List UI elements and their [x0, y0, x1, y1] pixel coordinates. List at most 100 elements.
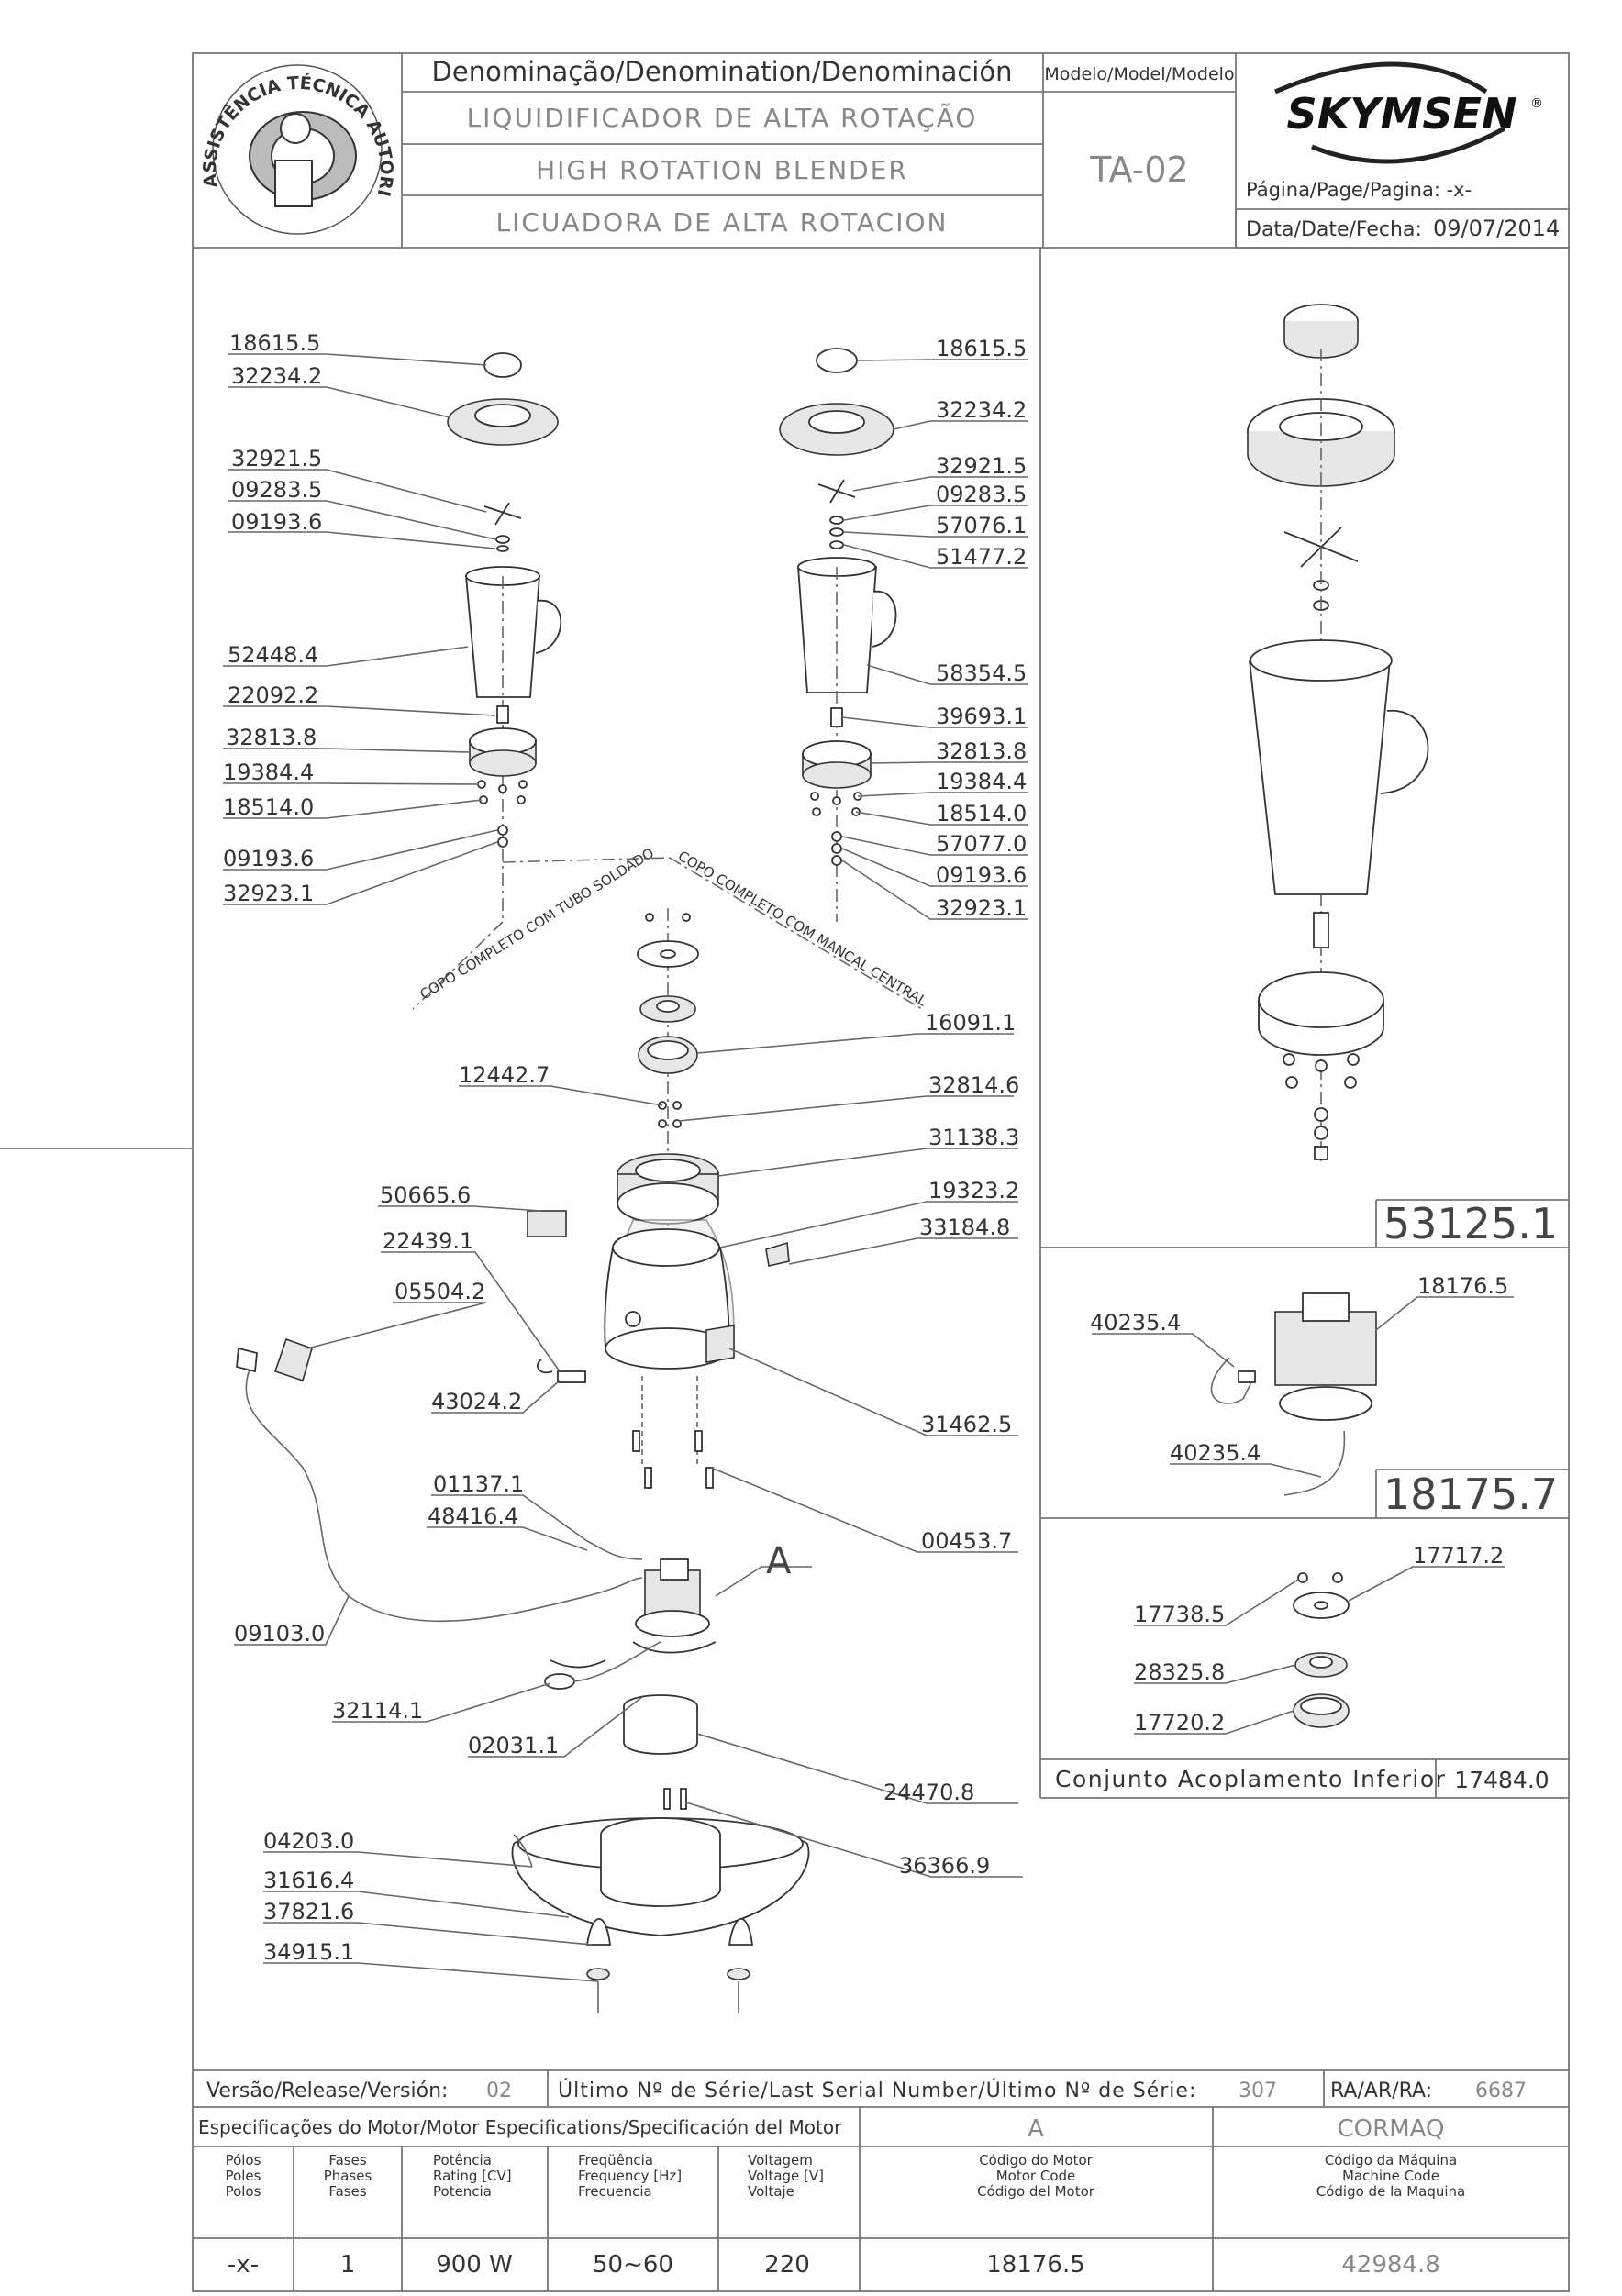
svg-text:Pólos: Pólos [226, 2152, 261, 2168]
motor-col-header: A [1028, 2115, 1044, 2143]
brand-name: SKYMSEN [1287, 89, 1517, 139]
svg-text:Código do Motor: Código do Motor [979, 2152, 1093, 2168]
coupling-label-2: 28325.8 [1134, 1659, 1225, 1685]
right-cup-labels: 18615.5 32234.2 32921.5 09283.5 57076.1 … [936, 336, 1027, 921]
svg-text:Voltage [V]: Voltage [V] [748, 2168, 824, 2184]
svg-text:Código de la Maquina: Código de la Maquina [1316, 2183, 1465, 2200]
left-cup-assembly [447, 352, 562, 922]
label-base-8: 05504.2 [394, 1279, 485, 1304]
label-base-13: 00453.7 [921, 1528, 1012, 1554]
svg-text:Motor Code: Motor Code [996, 2168, 1076, 2184]
footer-block: Versão/Release/Versión: 02 Último Nº de … [198, 2079, 1527, 2143]
label-base-17: 24470.8 [883, 1780, 974, 1805]
date-label: Data/Date/Fecha: [1246, 218, 1422, 241]
spec-motor-code: 18176.5 [986, 2251, 1085, 2279]
spec-voltage: 220 [764, 2251, 810, 2279]
coupling-code: 17484.0 [1454, 1767, 1549, 1793]
label-base-6: 33184.8 [919, 1215, 1010, 1240]
svg-text:Polos: Polos [226, 2183, 261, 2200]
label-base-10: 31462.5 [921, 1412, 1012, 1437]
svg-text:Potencia: Potencia [433, 2183, 492, 2200]
svg-text:Voltaje: Voltaje [748, 2183, 794, 2200]
spec-poles: -x- [228, 2251, 259, 2279]
base-motor-assembly [236, 908, 810, 2013]
date-value: 09/07/2014 [1433, 216, 1560, 241]
label-base-15: 32114.1 [332, 1698, 423, 1724]
label-base-21: 34915.1 [263, 1939, 354, 1965]
base-labels: 16091.1 12442.7 32814.6 31138.3 19323.2 … [234, 1010, 1019, 1965]
label-right-7: 39693.1 [936, 704, 1027, 729]
spec-rating: 900 W [436, 2251, 513, 2279]
motor-callout: A [766, 1540, 792, 1582]
coupling-title: Conjunto Acoplamento Inferior [1055, 1766, 1446, 1792]
label-left-1: 32234.2 [231, 363, 322, 389]
label-right-8: 32813.8 [936, 738, 1027, 764]
label-base-19: 31616.4 [263, 1868, 354, 1893]
brand-registered-mark: ® [1530, 96, 1543, 111]
leader-lines [223, 353, 1028, 1982]
spec-machine-code: 42984.8 [1341, 2251, 1440, 2279]
machine-col-header: CORMAQ [1338, 2115, 1445, 2143]
panel-cup-assembly-code: 53125.1 [1383, 1199, 1558, 1248]
label-right-12: 09193.6 [936, 862, 1027, 888]
label-base-4: 19323.2 [928, 1178, 1019, 1203]
svg-text:Freqüência: Freqüência [578, 2152, 653, 2168]
page-label: Página/Page/Pagina: -x- [1246, 179, 1472, 201]
ra-label: RA/AR/RA: [1330, 2080, 1432, 2102]
left-cup-labels: 18615.5 32234.2 32921.5 09283.5 09193.6 … [223, 330, 322, 906]
label-left-3: 09283.5 [231, 477, 322, 503]
svg-text:Código del Motor: Código del Motor [977, 2183, 1095, 2200]
label-base-16: 02031.1 [468, 1733, 559, 1758]
label-left-5: 52448.4 [228, 642, 318, 668]
label-base-7: 22439.1 [383, 1228, 473, 1254]
label-left-7: 32813.8 [226, 725, 317, 750]
label-base-22: 36366.9 [899, 1853, 990, 1879]
svg-text:Potência: Potência [433, 2152, 492, 2168]
model-label: Modelo/Model/Modelo [1044, 64, 1234, 84]
name-portuguese: LIQUIDIFICADOR DE ALTA ROTAÇÃO [467, 103, 978, 133]
ra-value: 6687 [1475, 2080, 1527, 2102]
label-right-11: 57077.0 [936, 831, 1027, 857]
label-left-4: 09193.6 [231, 509, 322, 535]
motor-label-1: 18176.5 [1417, 1273, 1508, 1299]
svg-text:Machine Code: Machine Code [1342, 2168, 1439, 2184]
right-cup-assembly [779, 348, 897, 922]
label-base-9: 43024.2 [431, 1389, 522, 1414]
caption-tube-welded: COPO COMPLETO COM TUBO SOLDADO [417, 845, 657, 1004]
label-base-20: 37821.6 [263, 1899, 354, 1924]
panel-motor-assembly: 40235.4 18176.5 40235.4 18175.7 [1090, 1273, 1558, 1519]
label-right-1: 32234.2 [936, 397, 1027, 423]
label-right-2: 32921.5 [936, 453, 1027, 479]
name-spanish: LICUADORA DE ALTA ROTACION [496, 207, 949, 238]
spec-table: Pólos Poles Polos -x- Fases Phases Fases… [226, 2152, 1466, 2279]
label-right-5: 51477.2 [936, 544, 1027, 570]
service-seal-logo: ASSISTÊNCIA TÉCNICA AUTORIZADA [0, 0, 396, 235]
coupling-label-1: 17738.5 [1134, 1602, 1225, 1627]
panel-coupling-assembly: 17717.2 17738.5 28325.8 17720.2 Conjunto… [1055, 1543, 1550, 1793]
label-base-18: 04203.0 [263, 1828, 354, 1854]
label-left-9: 18514.0 [223, 794, 314, 820]
motor-label-0: 40235.4 [1090, 1310, 1181, 1336]
denomination-label: Denominação/Denomination/Denominación [432, 56, 1013, 87]
version-label: Versão/Release/Versión: [206, 2080, 448, 2102]
svg-text:Poles: Poles [226, 2168, 261, 2184]
panel-cup-assembly: 53125.1 [1247, 304, 1558, 1248]
name-english: HIGH ROTATION BLENDER [536, 155, 908, 185]
label-base-0: 16091.1 [925, 1010, 1016, 1036]
label-left-11: 32923.1 [223, 881, 314, 906]
serial-label: Último Nº de Série/Last Serial Number/Úl… [558, 2079, 1196, 2102]
version-value: 02 [486, 2080, 512, 2102]
panel-motor-assembly-code: 18175.7 [1383, 1470, 1558, 1519]
label-left-0: 18615.5 [229, 330, 320, 356]
label-right-9: 19384.4 [936, 769, 1027, 794]
label-left-8: 19384.4 [223, 760, 314, 785]
svg-text:Frecuencia: Frecuencia [578, 2183, 652, 2200]
label-base-5: 50665.6 [380, 1182, 471, 1208]
svg-text:Frequency [Hz]: Frequency [Hz] [578, 2168, 682, 2184]
label-right-6: 58354.5 [936, 660, 1027, 686]
label-left-2: 32921.5 [231, 446, 322, 471]
caption-central-bearing: COPO COMPLETO COM MANCAL CENTRAL [675, 848, 930, 1010]
label-right-0: 18615.5 [936, 336, 1027, 361]
model-value: TA-02 [1089, 150, 1189, 190]
